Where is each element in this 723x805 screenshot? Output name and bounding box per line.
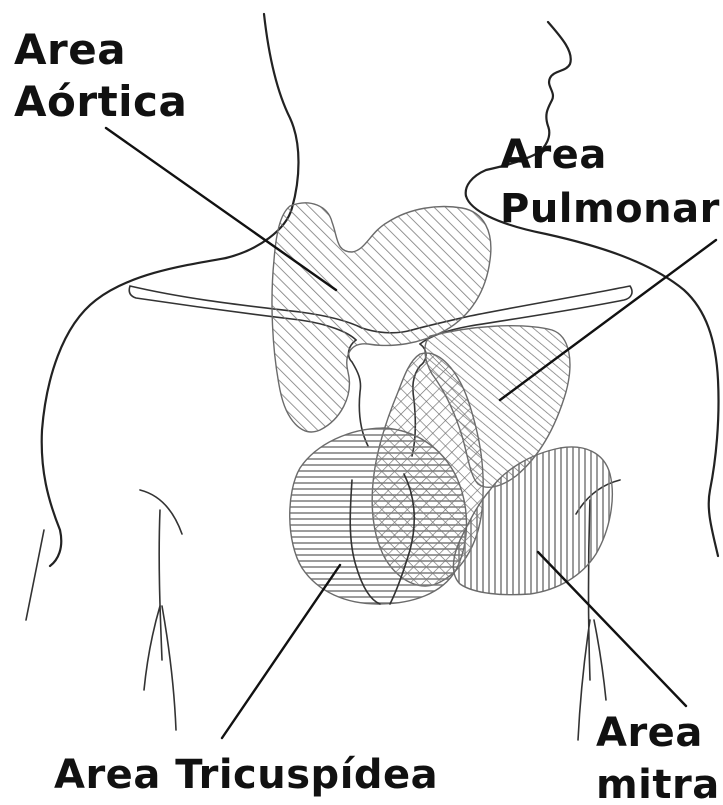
mitral-leader: [538, 552, 686, 706]
left-arm-lines: [26, 530, 176, 730]
auscultation-regions: [272, 203, 612, 604]
pulmonary-leader: [500, 240, 716, 400]
aortic-label-line2: Aórtica: [14, 77, 187, 126]
aortic-label-line1: Area: [14, 25, 126, 74]
pulmonary-label-line1: Area: [500, 132, 607, 178]
tricuspid-leader: [222, 565, 340, 738]
mitral-label-line2: mitral: [596, 762, 723, 805]
left-shoulder-arm: [42, 258, 226, 566]
tricuspid-region: [290, 428, 467, 604]
pulmonary-label-line2: Pulmonar: [500, 186, 720, 232]
left-inner-arm: [140, 490, 182, 660]
tricuspid-label: Area Tricuspídea: [54, 752, 438, 798]
mitral-label-line1: Area: [596, 710, 703, 756]
labels: Area Aórtica Area Pulmonar Area Tricuspí…: [14, 25, 723, 805]
